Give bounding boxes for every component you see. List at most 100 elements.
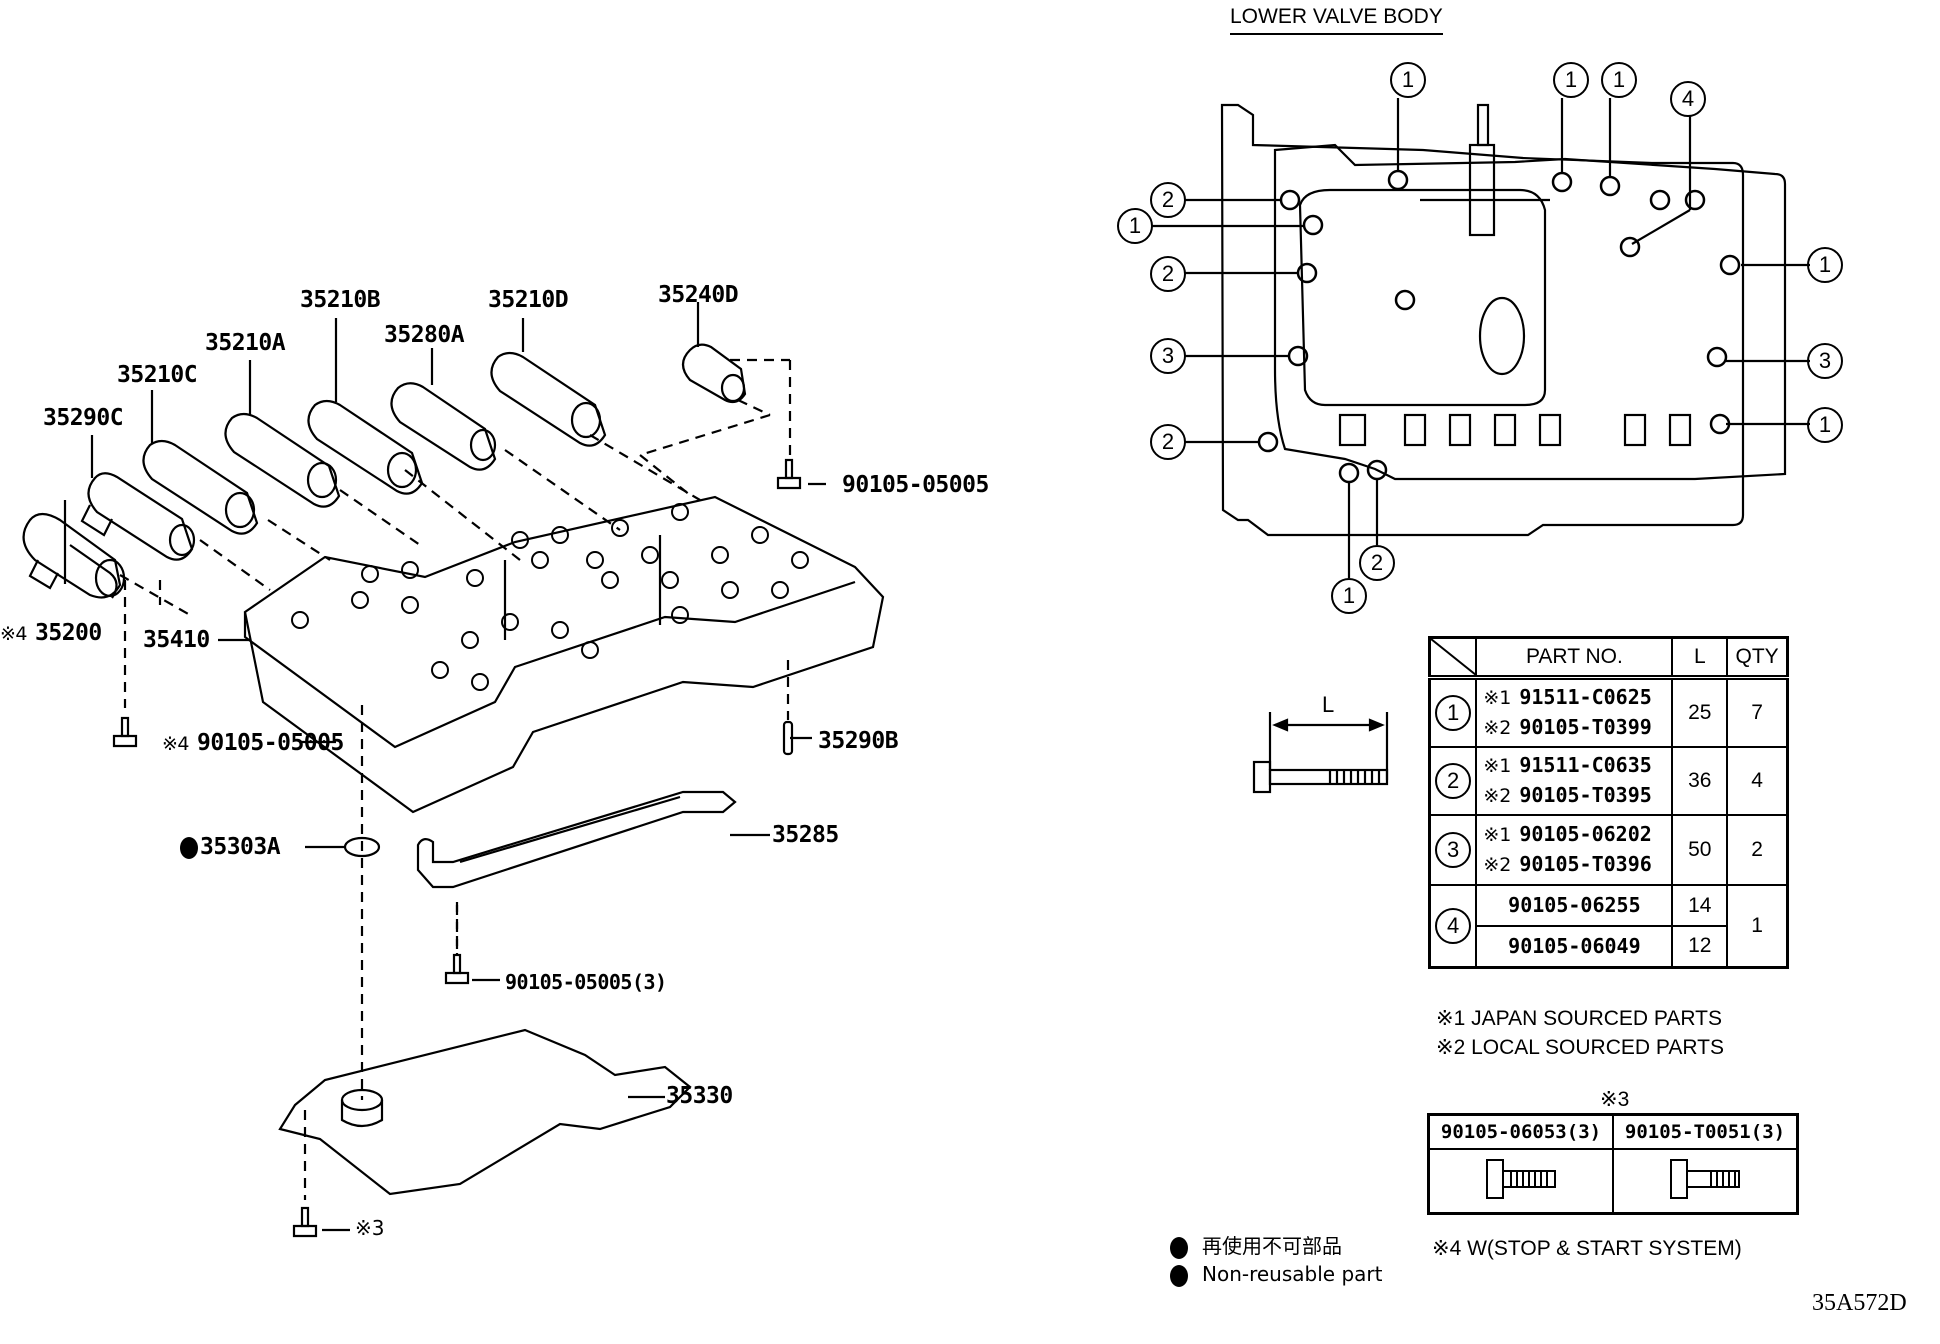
solenoid-35210D (490, 351, 607, 447)
callout-1[interactable]: 1 (1390, 62, 1426, 98)
alignment-dashes (119, 358, 792, 1200)
note4-marker: ※4 (0, 623, 28, 645)
footnote-2: ※2 LOCAL SOURCED PARTS (1436, 1036, 1724, 1059)
note3-part-1[interactable]: 90105-06053(3) (1427, 1113, 1614, 1150)
legend-jp: 再使用不可部品 (1170, 1230, 1342, 1259)
label-bolt-left-text: 90105-05005 (197, 730, 344, 756)
length-cell: 12 (1671, 925, 1729, 968)
solenoid-35240D (681, 343, 747, 404)
lvb-connectors (1338, 413, 1692, 447)
label-35303A-text: 35303A (200, 834, 281, 860)
solenoid-35210A (224, 412, 341, 508)
qty-cell: 7 (1726, 676, 1789, 748)
label-note3-bolt[interactable]: ※3 (355, 1216, 385, 1240)
callout-1[interactable]: 1 (1601, 62, 1637, 98)
part-line[interactable]: ※2 90105-T0396 (1483, 850, 1665, 880)
callout-2[interactable]: 2 (1359, 545, 1395, 581)
solenoid-35210C (142, 439, 259, 535)
lower-valve-body-title: LOWER VALVE BODY (1230, 5, 1443, 35)
part-number: 90105-T0396 (1519, 852, 1652, 876)
bolt-dimension-drawing (1252, 712, 1389, 794)
lvb-outer-plate (1220, 103, 1745, 537)
length-cell: 50 (1671, 814, 1729, 886)
part-cell[interactable]: 90105-06049 (1475, 925, 1674, 968)
note3-header: 90105-06053(3) 90105-T0051(3) (1427, 1113, 1799, 1150)
label-35330[interactable]: 35330 (666, 1083, 733, 1109)
source-note: ※2 (1483, 854, 1512, 876)
part-cell[interactable]: 90105-06255 (1475, 884, 1674, 927)
ref-2: 2 (1435, 763, 1472, 799)
ref-cell: 4 (1428, 884, 1478, 968)
legend-en: Non-reusable part (1170, 1262, 1382, 1287)
footnote-4: ※4 W(STOP & START SYSTEM) (1432, 1237, 1742, 1260)
label-35210A[interactable]: 35210A (205, 330, 286, 356)
label-35200[interactable]: ※4 35200 (0, 620, 102, 646)
callout-1[interactable]: 1 (1331, 578, 1367, 614)
diagram-code: 35A572D (1812, 1290, 1907, 1316)
header-l: L (1671, 636, 1729, 680)
source-note: ※1 (1483, 824, 1512, 846)
callout-2[interactable]: 2 (1150, 256, 1186, 292)
pin-35290B (782, 720, 794, 756)
callout-2[interactable]: 2 (1150, 182, 1186, 218)
bolt-note3-strainer (292, 1206, 318, 1238)
bolt-90105-05005-top (776, 458, 802, 490)
callout-3[interactable]: 3 (1807, 343, 1843, 379)
part-number: 90105-06202 (1519, 822, 1652, 846)
label-bolt-90105-05005-3[interactable]: 90105-05005(3) (505, 970, 667, 994)
table-row: 3 ※1 90105-06202 ※2 90105-T0396 50 2 (1428, 814, 1789, 886)
ref-cell: 1 (1428, 676, 1478, 748)
label-35410[interactable]: 35410 (143, 627, 210, 653)
label-bolt-90105-05005-top[interactable]: 90105-05005 (842, 472, 989, 498)
qty-cell: 2 (1726, 814, 1789, 886)
bracket-35285 (416, 790, 737, 889)
note3-images (1427, 1148, 1799, 1214)
header-qty: QTY (1726, 636, 1789, 680)
ref-1: 1 (1435, 695, 1472, 731)
o-ring-35303A (343, 836, 381, 858)
qty-cell: 1 (1726, 884, 1789, 968)
callout-1[interactable]: 1 (1117, 208, 1153, 244)
ref-3: 3 (1435, 832, 1472, 868)
callout-4[interactable]: 4 (1670, 81, 1706, 117)
label-35240D[interactable]: 35240D (658, 282, 739, 308)
label-35210C[interactable]: 35210C (117, 362, 198, 388)
table-row: 90105-06049 12 (1430, 925, 1788, 968)
non-reusable-dot-icon (180, 836, 198, 859)
label-35290C[interactable]: 35290C (43, 405, 124, 431)
label-35200-text: 35200 (35, 620, 102, 646)
strainer-35330 (278, 1028, 692, 1196)
callout-1[interactable]: 1 (1553, 62, 1589, 98)
note3-part-2[interactable]: 90105-T0051(3) (1612, 1113, 1799, 1150)
footnote-1: ※1 JAPAN SOURCED PARTS (1436, 1007, 1722, 1030)
callout-2[interactable]: 2 (1150, 424, 1186, 460)
label-35285[interactable]: 35285 (772, 822, 839, 848)
label-35290B[interactable]: 35290B (818, 728, 899, 754)
label-35210D[interactable]: 35210D (488, 287, 569, 313)
bolt-icon (1486, 1158, 1556, 1199)
label-35210B[interactable]: 35210B (300, 287, 381, 313)
part-line[interactable]: ※1 90105-06202 (1483, 820, 1665, 850)
lvb-bolts (1257, 169, 1741, 484)
qty-cell: 4 (1726, 746, 1789, 816)
ref-cell: 3 (1428, 814, 1478, 886)
diagonal-line (1431, 639, 1476, 675)
lvb-callout-leaders (1152, 98, 1810, 578)
callout-1[interactable]: 1 (1807, 407, 1843, 443)
part-number: 90105-T0395 (1519, 783, 1652, 807)
callout-3[interactable]: 3 (1150, 338, 1186, 374)
non-reusable-dot-icon (1170, 1236, 1188, 1259)
valve-body-bolts (291, 503, 809, 691)
callout-1[interactable]: 1 (1807, 247, 1843, 283)
label-35303A[interactable]: 35303A (180, 834, 281, 860)
note3-bolt-image-2 (1612, 1148, 1799, 1214)
label-35280A[interactable]: 35280A (384, 322, 465, 348)
legend-en-text: Non-reusable part (1202, 1262, 1383, 1286)
